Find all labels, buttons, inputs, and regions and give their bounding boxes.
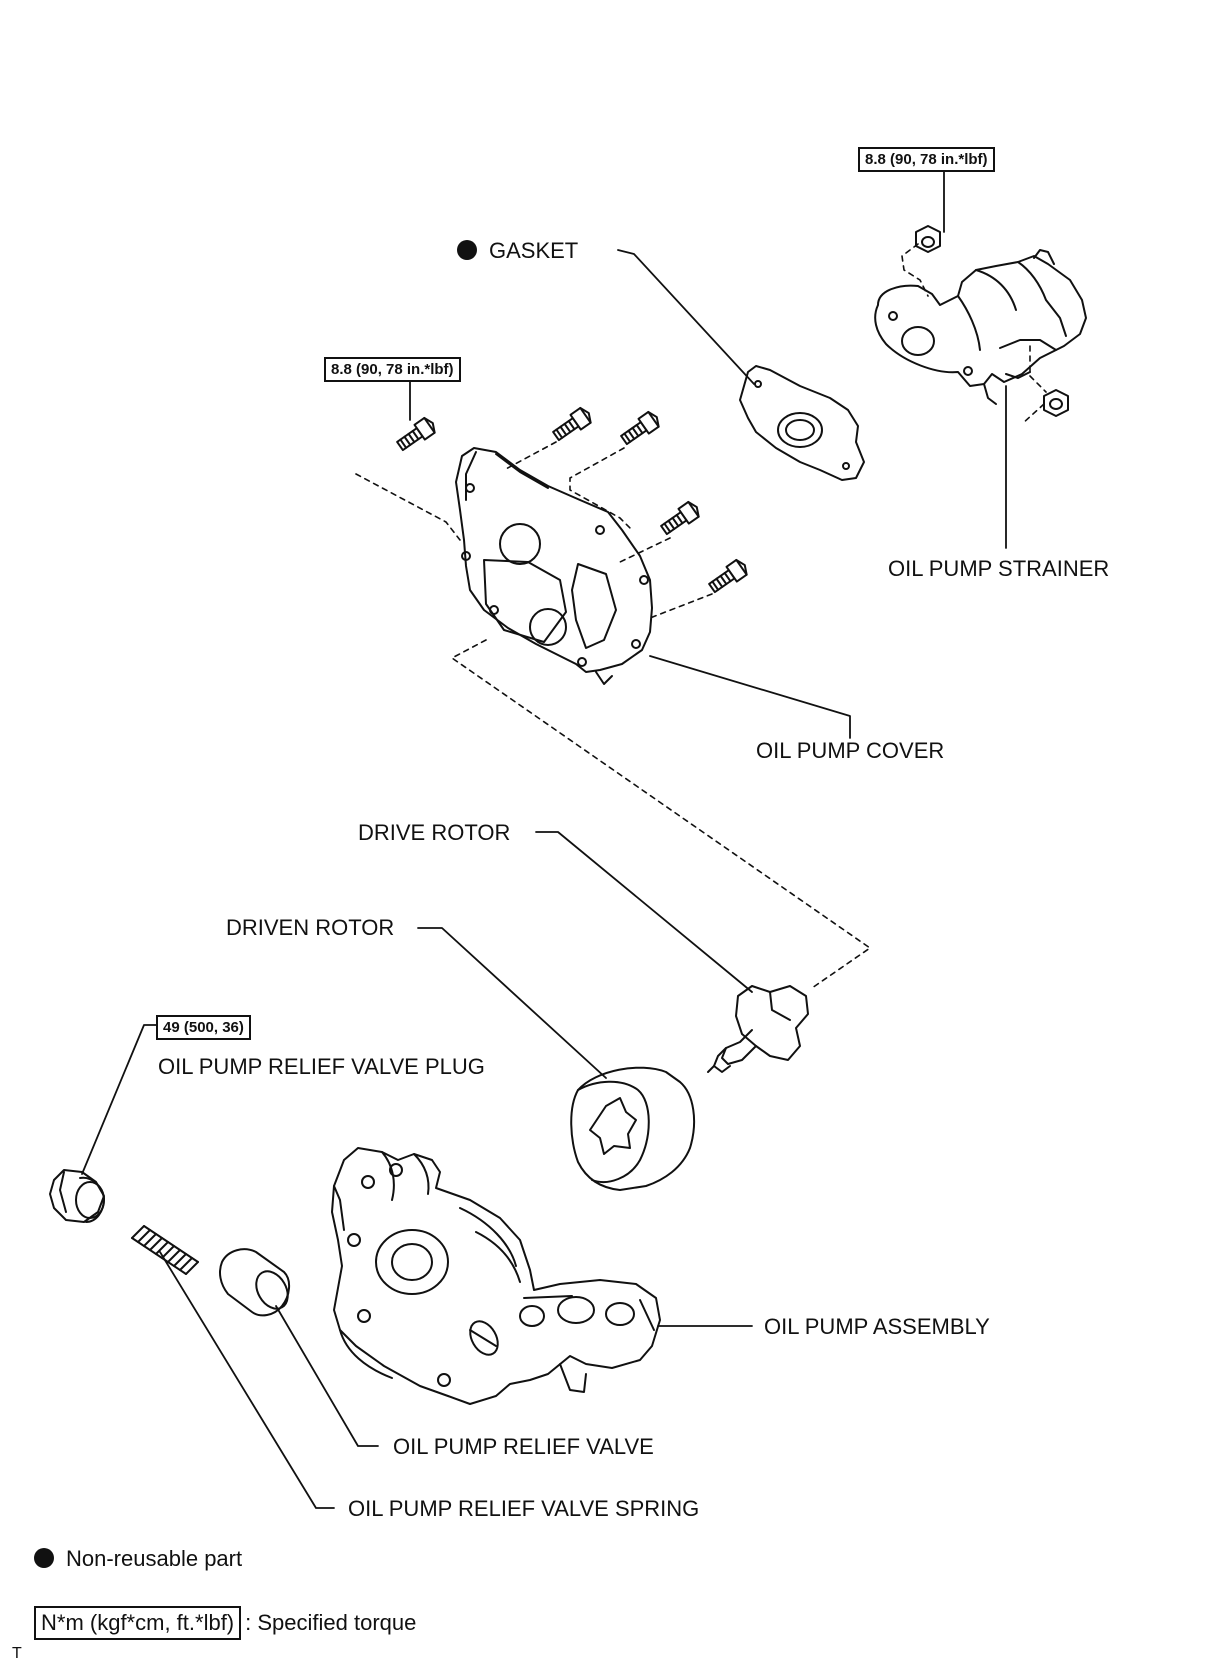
cover-bolt-1 xyxy=(396,416,436,452)
relief-valve-plug-drawing xyxy=(49,1169,105,1223)
non-reusable-dot-icon xyxy=(34,1548,54,1569)
relief-valve-spring-label: OIL PUMP RELIEF VALVE SPRING xyxy=(348,1496,700,1521)
gasket-drawing xyxy=(739,365,865,481)
torque-spec-cover-bolt: 8.8 (90, 78 in.*lbf) xyxy=(324,357,461,382)
strainer-nut-bottom xyxy=(1043,389,1069,417)
oil-pump-cover-drawing xyxy=(455,447,653,685)
relief-valve-label: OIL PUMP RELIEF VALVE xyxy=(393,1434,654,1459)
strainer-nut-top xyxy=(915,225,941,253)
oil-pump-cover-label: OIL PUMP COVER xyxy=(756,738,945,763)
relief-valve-plug-label: OIL PUMP RELIEF VALVE PLUG xyxy=(158,1054,485,1079)
driven-rotor-drawing xyxy=(570,1066,696,1191)
cover-bolt-2 xyxy=(552,406,592,442)
leader-lines xyxy=(81,169,1007,1509)
legend-torque-desc: : Specified torque xyxy=(245,1610,417,1635)
non-reusable-dot-icon xyxy=(457,240,477,261)
oil-pump-strainer-label: OIL PUMP STRAINER xyxy=(888,556,1110,581)
relief-valve-spring-drawing xyxy=(131,1225,199,1275)
legend-torque: N*m (kgf*cm, ft.*lbf): Specified torque xyxy=(34,1606,416,1640)
torque-spec-relief-plug: 49 (500, 36) xyxy=(156,1015,251,1040)
alignment-dashed-lines xyxy=(355,243,1047,989)
oil-pump-strainer-drawing xyxy=(874,249,1087,405)
drive-rotor-label: DRIVE ROTOR xyxy=(358,820,511,845)
torque-spec-strainer-nut: 8.8 (90, 78 in.*lbf) xyxy=(858,147,995,172)
cover-bolt-5 xyxy=(708,558,748,594)
cover-bolt-4 xyxy=(660,500,700,536)
legend-non-reusable-text: Non-reusable part xyxy=(66,1546,243,1571)
legend-non-reusable: Non-reusable part xyxy=(34,1548,242,1570)
oil-pump-assembly-label: OIL PUMP ASSEMBLY xyxy=(764,1314,990,1339)
gasket-label: GASKET xyxy=(457,240,578,262)
cover-bolt-3 xyxy=(620,410,660,446)
corner-mark: T xyxy=(12,1645,22,1662)
driven-rotor-label: DRIVEN ROTOR xyxy=(226,915,395,940)
drive-rotor-drawing xyxy=(707,985,809,1073)
gasket-label-text: GASKET xyxy=(489,238,579,263)
oil-pump-assembly-drawing xyxy=(331,1147,661,1405)
relief-valve-drawing xyxy=(219,1248,290,1317)
legend-torque-box: N*m (kgf*cm, ft.*lbf) xyxy=(34,1606,242,1640)
